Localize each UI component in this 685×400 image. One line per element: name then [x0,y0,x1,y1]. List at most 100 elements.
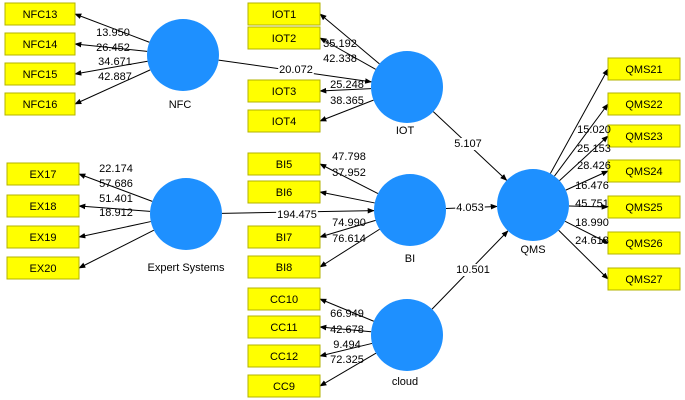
loading-arrow-cc10 [319,298,374,322]
loading-weight: 57.686 [99,178,133,190]
loading-arrow-qms27 [558,229,609,280]
indicator-nfc15[interactable]: NFC15 [4,62,76,86]
loading-arrow-cc9 [319,352,377,387]
loading-weight: 42.678 [330,324,364,336]
loading-arrow-cc12 [319,342,373,358]
latent-label: IOT [396,125,415,137]
indicator-qms24[interactable]: QMS24 [607,159,681,183]
indicator-cc11[interactable]: CC11 [247,315,321,339]
indicator-bi7[interactable]: BI7 [247,225,321,249]
loading-weight: 28.426 [577,160,611,172]
indicator-cc10[interactable]: CC10 [247,287,321,311]
latent-label: NFC [169,99,192,111]
indicator-ex17[interactable]: EX17 [6,162,80,186]
loading-arrow-bi7 [319,219,376,238]
loading-weight: 15.020 [577,124,611,136]
indicator-box [247,225,321,249]
path-weight-nfc-iot: 20.072 [279,64,313,76]
loading-weight: 16.476 [575,180,609,192]
loading-arrow-iot3 [319,87,372,94]
latent-nfc[interactable]: NFC [147,19,219,111]
indicator-label: NFC14 [23,39,58,51]
indicator-qms23[interactable]: QMS23 [607,124,681,148]
loading-weight: 38.365 [330,95,364,107]
latent-cloud[interactable]: cloud [371,299,443,388]
loading-arrow-qms23 [559,135,609,181]
indicator-qms22[interactable]: QMS22 [607,92,681,116]
indicator-label: BI8 [276,262,293,274]
indicator-box [4,62,76,86]
indicator-bi8[interactable]: BI8 [247,255,321,279]
indicator-label: CC9 [273,381,295,393]
indicator-nfc14[interactable]: NFC14 [4,32,76,56]
indicator-iot2[interactable]: IOT2 [247,26,321,50]
indicator-label: QMS22 [625,99,662,111]
indicator-box [6,225,80,249]
loading-weight: 24.618 [575,235,609,247]
indicator-iot4[interactable]: IOT4 [247,109,321,133]
latent-circle [374,174,446,246]
indicator-nfc16[interactable]: NFC16 [4,92,76,116]
indicator-nfc13[interactable]: NFC13 [4,2,76,26]
latent-iot[interactable]: IOT [371,51,443,137]
path-weight-cloud-qms: 10.501 [456,264,490,276]
latent-bi[interactable]: BI [374,174,446,265]
latent-circle [147,19,219,91]
indicator-bi5[interactable]: BI5 [247,152,321,176]
loading-arrow-nfc14 [74,41,148,52]
indicator-box [247,255,321,279]
loading-arrow-iot1 [319,13,380,65]
loading-arrow-iot2 [319,37,376,70]
indicator-box [607,195,681,219]
indicator-label: NFC15 [23,69,58,81]
loading-arrow-ex18 [78,203,151,212]
indicator-iot1[interactable]: IOT1 [247,2,321,26]
loading-weight: 51.401 [99,193,133,205]
latent-label: Expert Systems [147,262,225,274]
indicator-qms25[interactable]: QMS25 [607,195,681,219]
latent-circle [371,299,443,371]
loading-weight: 26.452 [96,42,130,54]
indicator-ex18[interactable]: EX18 [6,194,80,218]
indicator-label: IOT3 [272,86,296,98]
indicator-box [6,162,80,186]
loading-arrow-bi8 [319,228,380,268]
indicator-box [247,2,321,26]
latent-circle [371,51,443,123]
loading-weight: 13.950 [96,27,130,39]
loading-weight: 74.990 [332,217,366,229]
indicator-box [4,92,76,116]
indicator-label: EX19 [30,232,57,244]
indicator-iot3[interactable]: IOT3 [247,79,321,103]
indicator-box [247,109,321,133]
loading-arrow-iot4 [319,99,374,122]
loading-weight: 47.798 [332,151,366,163]
indicator-label: QMS21 [625,64,662,76]
indicator-qms21[interactable]: QMS21 [607,57,681,81]
indicator-bi6[interactable]: BI6 [247,180,321,204]
indicator-box [607,57,681,81]
latent-label: BI [405,253,415,265]
indicator-label: IOT2 [272,33,296,45]
path-weight-bg [455,264,491,276]
indicator-label: CC10 [270,294,298,306]
indicator-label: QMS26 [625,238,662,250]
loading-arrow-cc11 [319,324,372,333]
latent-qms[interactable]: QMS [497,169,569,256]
indicator-box [247,152,321,176]
indicator-ex19[interactable]: EX19 [6,225,80,249]
indicator-cc12[interactable]: CC12 [247,344,321,368]
indicator-box [4,2,76,26]
indicator-ex20[interactable]: EX20 [6,256,80,280]
indicator-qms27[interactable]: QMS27 [607,267,681,291]
loading-weight: 42.338 [323,53,357,65]
indicator-qms26[interactable]: QMS26 [607,231,681,255]
path-weight-bg [455,202,485,214]
indicator-label: NFC13 [23,9,58,21]
indicator-box [247,344,321,368]
indicator-cc9[interactable]: CC9 [247,374,321,398]
latent-circle [150,178,222,250]
indicator-label: QMS23 [625,131,662,143]
loading-arrow-ex17 [78,173,153,202]
latent-es[interactable]: Expert Systems [147,178,225,274]
